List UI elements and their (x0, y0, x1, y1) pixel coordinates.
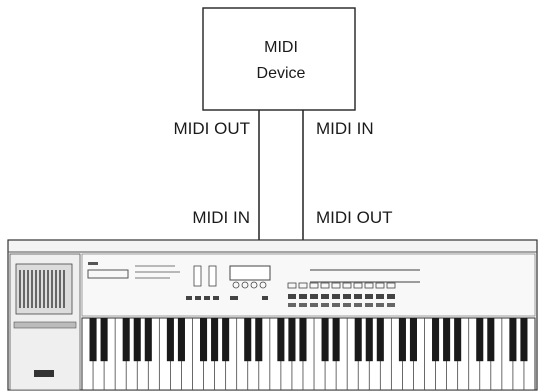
black-key (134, 318, 141, 361)
black-key (410, 318, 417, 361)
tone-button (387, 303, 395, 307)
label-device-midi-in: MIDI IN (316, 119, 374, 138)
black-key (200, 318, 207, 361)
panel-button (204, 296, 210, 300)
label-device-midi-out: MIDI OUT (174, 119, 251, 138)
black-key (443, 318, 450, 361)
black-key (255, 318, 262, 361)
tone-button (376, 294, 384, 299)
tone-button (365, 303, 373, 307)
control-panel (82, 254, 535, 316)
black-key (123, 318, 130, 361)
black-key (178, 318, 185, 361)
black-key (487, 318, 494, 361)
tone-button (343, 303, 351, 307)
black-key (244, 318, 251, 361)
black-key (366, 318, 373, 361)
panel-button (213, 296, 219, 300)
panel-button (186, 296, 192, 300)
black-key (355, 318, 362, 361)
black-key (90, 318, 97, 361)
panel-button (195, 296, 201, 300)
label-keyboard-midi-in: MIDI IN (192, 208, 250, 227)
black-key (454, 318, 461, 361)
lcd-display-icon (230, 266, 270, 280)
tone-button (310, 294, 318, 299)
tone-button (332, 303, 340, 307)
black-key (377, 318, 384, 361)
black-key (399, 318, 406, 361)
black-key (299, 318, 306, 361)
tone-button (387, 294, 395, 299)
black-key (520, 318, 527, 361)
tone-button (288, 303, 296, 307)
keyboard-instrument (8, 240, 537, 390)
black-key (277, 318, 284, 361)
footer-switch-icon (34, 370, 54, 377)
midi-device-box (203, 8, 355, 110)
black-key (222, 318, 229, 361)
black-key (211, 318, 218, 361)
tone-button (354, 294, 362, 299)
tone-button (288, 294, 296, 299)
black-key (509, 318, 516, 361)
tone-button (354, 303, 362, 307)
device-label-line2: Device (257, 65, 306, 82)
panel-button (262, 296, 268, 300)
tone-button (376, 303, 384, 307)
tone-button (332, 294, 340, 299)
black-key (432, 318, 439, 361)
black-key (288, 318, 295, 361)
black-key (167, 318, 174, 361)
black-key (322, 318, 329, 361)
balance-slider-icon (209, 266, 216, 286)
brand-logo-icon (88, 262, 98, 265)
tone-button (310, 303, 318, 307)
label-keyboard-midi-out: MIDI OUT (316, 208, 393, 227)
black-key (145, 318, 152, 361)
tone-button (365, 294, 373, 299)
volume-slider-icon (194, 266, 201, 286)
tone-button (299, 303, 307, 307)
device-label-line1: MIDI (264, 39, 298, 56)
black-key (476, 318, 483, 361)
tone-button (321, 303, 329, 307)
bender-base (14, 322, 76, 328)
tone-button (343, 294, 351, 299)
tone-button (299, 294, 307, 299)
black-key (101, 318, 108, 361)
black-key (333, 318, 340, 361)
panel-button (230, 296, 238, 300)
tone-button (321, 294, 329, 299)
